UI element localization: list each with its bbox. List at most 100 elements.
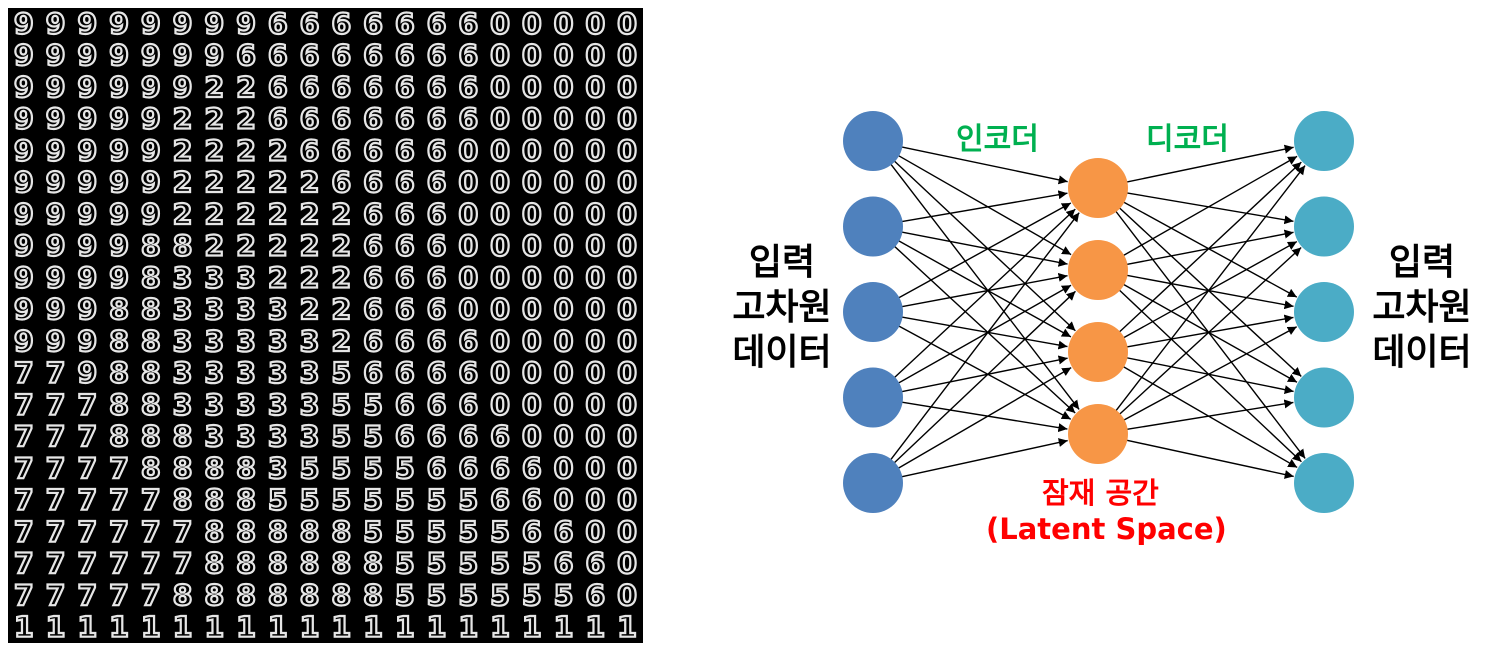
manifold-digit: 0: [585, 197, 605, 231]
manifold-digit: 9: [46, 166, 66, 200]
manifold-digit: 6: [427, 8, 447, 41]
manifold-digit: 7: [141, 547, 161, 581]
manifold-digit: 0: [458, 197, 478, 231]
manifold-digit: 9: [14, 102, 34, 136]
manifold-digit: 8: [173, 483, 193, 517]
manifold-digit: 3: [268, 293, 288, 327]
manifold-digit: 7: [109, 451, 129, 485]
manifold-digit: 7: [77, 515, 97, 549]
input-node: [843, 111, 903, 171]
manifold-digit: 6: [395, 324, 415, 358]
manifold-digit: 7: [14, 451, 34, 485]
manifold-digit: 6: [363, 70, 383, 104]
manifold-digit: 9: [14, 39, 34, 73]
manifold-digit: 7: [46, 515, 66, 549]
manifold-digit: 3: [236, 356, 256, 390]
encoder-label: 인코더: [956, 122, 1039, 157]
manifold-digit: 8: [173, 229, 193, 263]
manifold-digit: 6: [268, 102, 288, 136]
manifold-digit: 6: [395, 293, 415, 327]
manifold-digit: 6: [395, 166, 415, 200]
connection-arrow: [900, 438, 1068, 478]
manifold-digit: 0: [617, 388, 637, 422]
manifold-digit: 9: [14, 134, 34, 168]
manifold-digit: 0: [522, 102, 542, 136]
connection-arrow: [900, 272, 1068, 308]
manifold-digit: 0: [617, 356, 637, 390]
manifold-digit: 8: [141, 261, 161, 295]
manifold-digit: 9: [109, 134, 129, 168]
manifold-digit: 6: [395, 197, 415, 231]
manifold-digit: 0: [554, 293, 574, 327]
manifold-digit: 0: [490, 261, 510, 295]
manifold-digit: 7: [109, 483, 129, 517]
manifold-digit: 0: [522, 166, 542, 200]
manifold-digit: 0: [617, 134, 637, 168]
manifold-digit: 0: [522, 261, 542, 295]
manifold-digit: 0: [617, 70, 637, 104]
manifold-digit: 6: [363, 134, 383, 168]
manifold-digit: 0: [554, 197, 574, 231]
manifold-digit: 5: [331, 483, 351, 517]
manifold-digit: 6: [395, 261, 415, 295]
manifold-digit: 6: [427, 166, 447, 200]
manifold-digit: 0: [617, 451, 637, 485]
manifold-digit: 3: [268, 420, 288, 454]
manifold-digit: 8: [204, 547, 224, 581]
manifold-digit: 6: [363, 356, 383, 390]
output-node: [1294, 111, 1354, 171]
manifold-digit: 6: [268, 8, 288, 41]
manifold-digit: 5: [427, 547, 447, 581]
manifold-digit: 5: [363, 420, 383, 454]
manifold-digit: 2: [204, 134, 224, 168]
manifold-digit: 6: [331, 166, 351, 200]
manifold-digit: 0: [585, 134, 605, 168]
manifold-digit: 6: [363, 102, 383, 136]
manifold-digit: 3: [236, 261, 256, 295]
connection-arrow: [897, 284, 1072, 385]
manifold-digit: 5: [522, 578, 542, 612]
manifold-digit: 8: [109, 420, 129, 454]
manifold-digit: 0: [554, 166, 574, 200]
manifold-digit: 9: [141, 39, 161, 73]
manifold-digit: 3: [268, 388, 288, 422]
autoencoder-network: [843, 111, 1354, 513]
connection-arrow: [897, 202, 1072, 299]
connection-arrow: [1122, 201, 1298, 298]
manifold-digit: 5: [300, 483, 320, 517]
manifold-digit: 6: [427, 102, 447, 136]
manifold-digit: 6: [236, 39, 256, 73]
manifold-digit: 8: [236, 451, 256, 485]
manifold-digit: 9: [109, 102, 129, 136]
manifold-digit: 0: [585, 8, 605, 41]
manifold-digit: 0: [585, 261, 605, 295]
manifold-digit: 6: [522, 515, 542, 549]
manifold-digit: 9: [141, 102, 161, 136]
latent-space-label-english: (Latent Space): [986, 512, 1227, 546]
manifold-digit: 6: [427, 197, 447, 231]
manifold-digit: 2: [204, 229, 224, 263]
manifold-digit: 6: [427, 451, 447, 485]
manifold-digit: 6: [363, 293, 383, 327]
connection-arrow: [1125, 274, 1294, 310]
manifold-digit: 3: [173, 356, 193, 390]
manifold-digit: 9: [77, 134, 97, 168]
manifold-digit: 9: [14, 166, 34, 200]
manifold-digit: 0: [522, 420, 542, 454]
manifold-digit: 3: [204, 420, 224, 454]
manifold-digit: 5: [458, 547, 478, 581]
manifold-digit: 0: [554, 420, 574, 454]
manifold-digit: 7: [46, 483, 66, 517]
manifold-digit: 2: [300, 229, 320, 263]
manifold-digit: 2: [236, 102, 256, 136]
manifold-digit: 0: [554, 483, 574, 517]
connection-arrow: [897, 366, 1072, 470]
manifold-digit: 0: [522, 388, 542, 422]
manifold-digit: 0: [585, 356, 605, 390]
manifold-digit: 5: [363, 515, 383, 549]
manifold-digit: 6: [363, 324, 383, 358]
manifold-digit: 0: [617, 515, 637, 549]
manifold-digit: 0: [522, 324, 542, 358]
manifold-digit: 5: [363, 451, 383, 485]
